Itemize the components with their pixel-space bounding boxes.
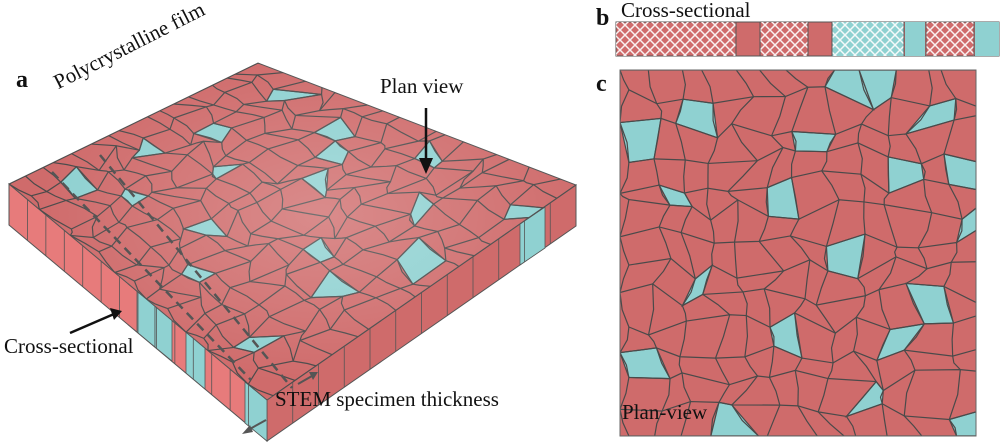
cross-sectional-arrow: [69, 308, 122, 335]
side-face-boundaries: [27, 199, 551, 426]
cyan-grain: [955, 207, 976, 244]
film-block: [8, 62, 578, 443]
stem-thickness-label: STEM specimen thickness: [275, 387, 499, 411]
plan-view-grain-boundaries: [620, 70, 976, 436]
cut-line-right: [99, 154, 293, 389]
panel-c-letter: c: [596, 71, 607, 97]
panel-a-letter: a: [16, 67, 28, 93]
plan-view-arrow: [419, 108, 433, 174]
panel-c-caption: Plan-view: [622, 400, 708, 424]
panel-b-title: Cross-sectional: [621, 0, 751, 22]
cross-section-strip: [615, 21, 1000, 57]
stem-thickness-arrows: [242, 372, 318, 434]
cross-sectional-label: Cross-sectional: [4, 334, 134, 358]
plan-view-map: [619, 69, 977, 437]
plan-view-label: Plan view: [380, 74, 464, 98]
cut-line-left: [51, 171, 252, 381]
panel-b-letter: b: [596, 5, 610, 31]
